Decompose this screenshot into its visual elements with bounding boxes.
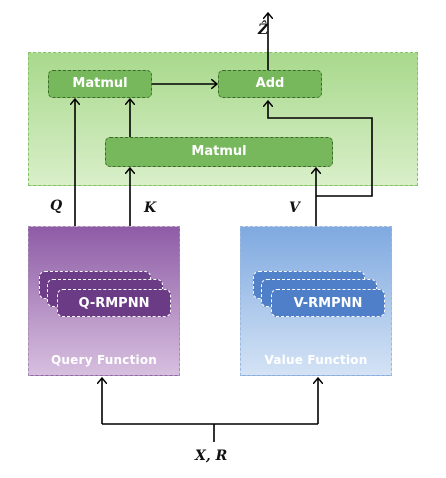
q-label: Q bbox=[50, 198, 63, 214]
output-z-label: Ẑ bbox=[258, 22, 269, 38]
inputs-label: X, R bbox=[195, 448, 228, 464]
value-function-title: Value Function bbox=[264, 353, 368, 367]
v-rmpnn-label: V-RMPNN bbox=[293, 295, 363, 311]
k-label: K bbox=[144, 200, 157, 216]
value-function-panel: V-RMPNN Value Function bbox=[240, 226, 392, 376]
query-function-panel: Q-RMPNN Query Function bbox=[28, 226, 180, 376]
v-rmpnn-card: V-RMPNN bbox=[271, 289, 385, 317]
q-rmpnn-card: Q-RMPNN bbox=[57, 289, 171, 317]
v-skip-wire bbox=[268, 102, 373, 197]
v-label: V bbox=[289, 200, 300, 216]
matmul-left-node: Matmul bbox=[48, 70, 152, 98]
query-function-title: Query Function bbox=[50, 353, 158, 367]
matmul-center-node: Matmul bbox=[105, 137, 333, 167]
add-node: Add bbox=[218, 70, 322, 98]
q-rmpnn-label: Q-RMPNN bbox=[78, 295, 150, 311]
